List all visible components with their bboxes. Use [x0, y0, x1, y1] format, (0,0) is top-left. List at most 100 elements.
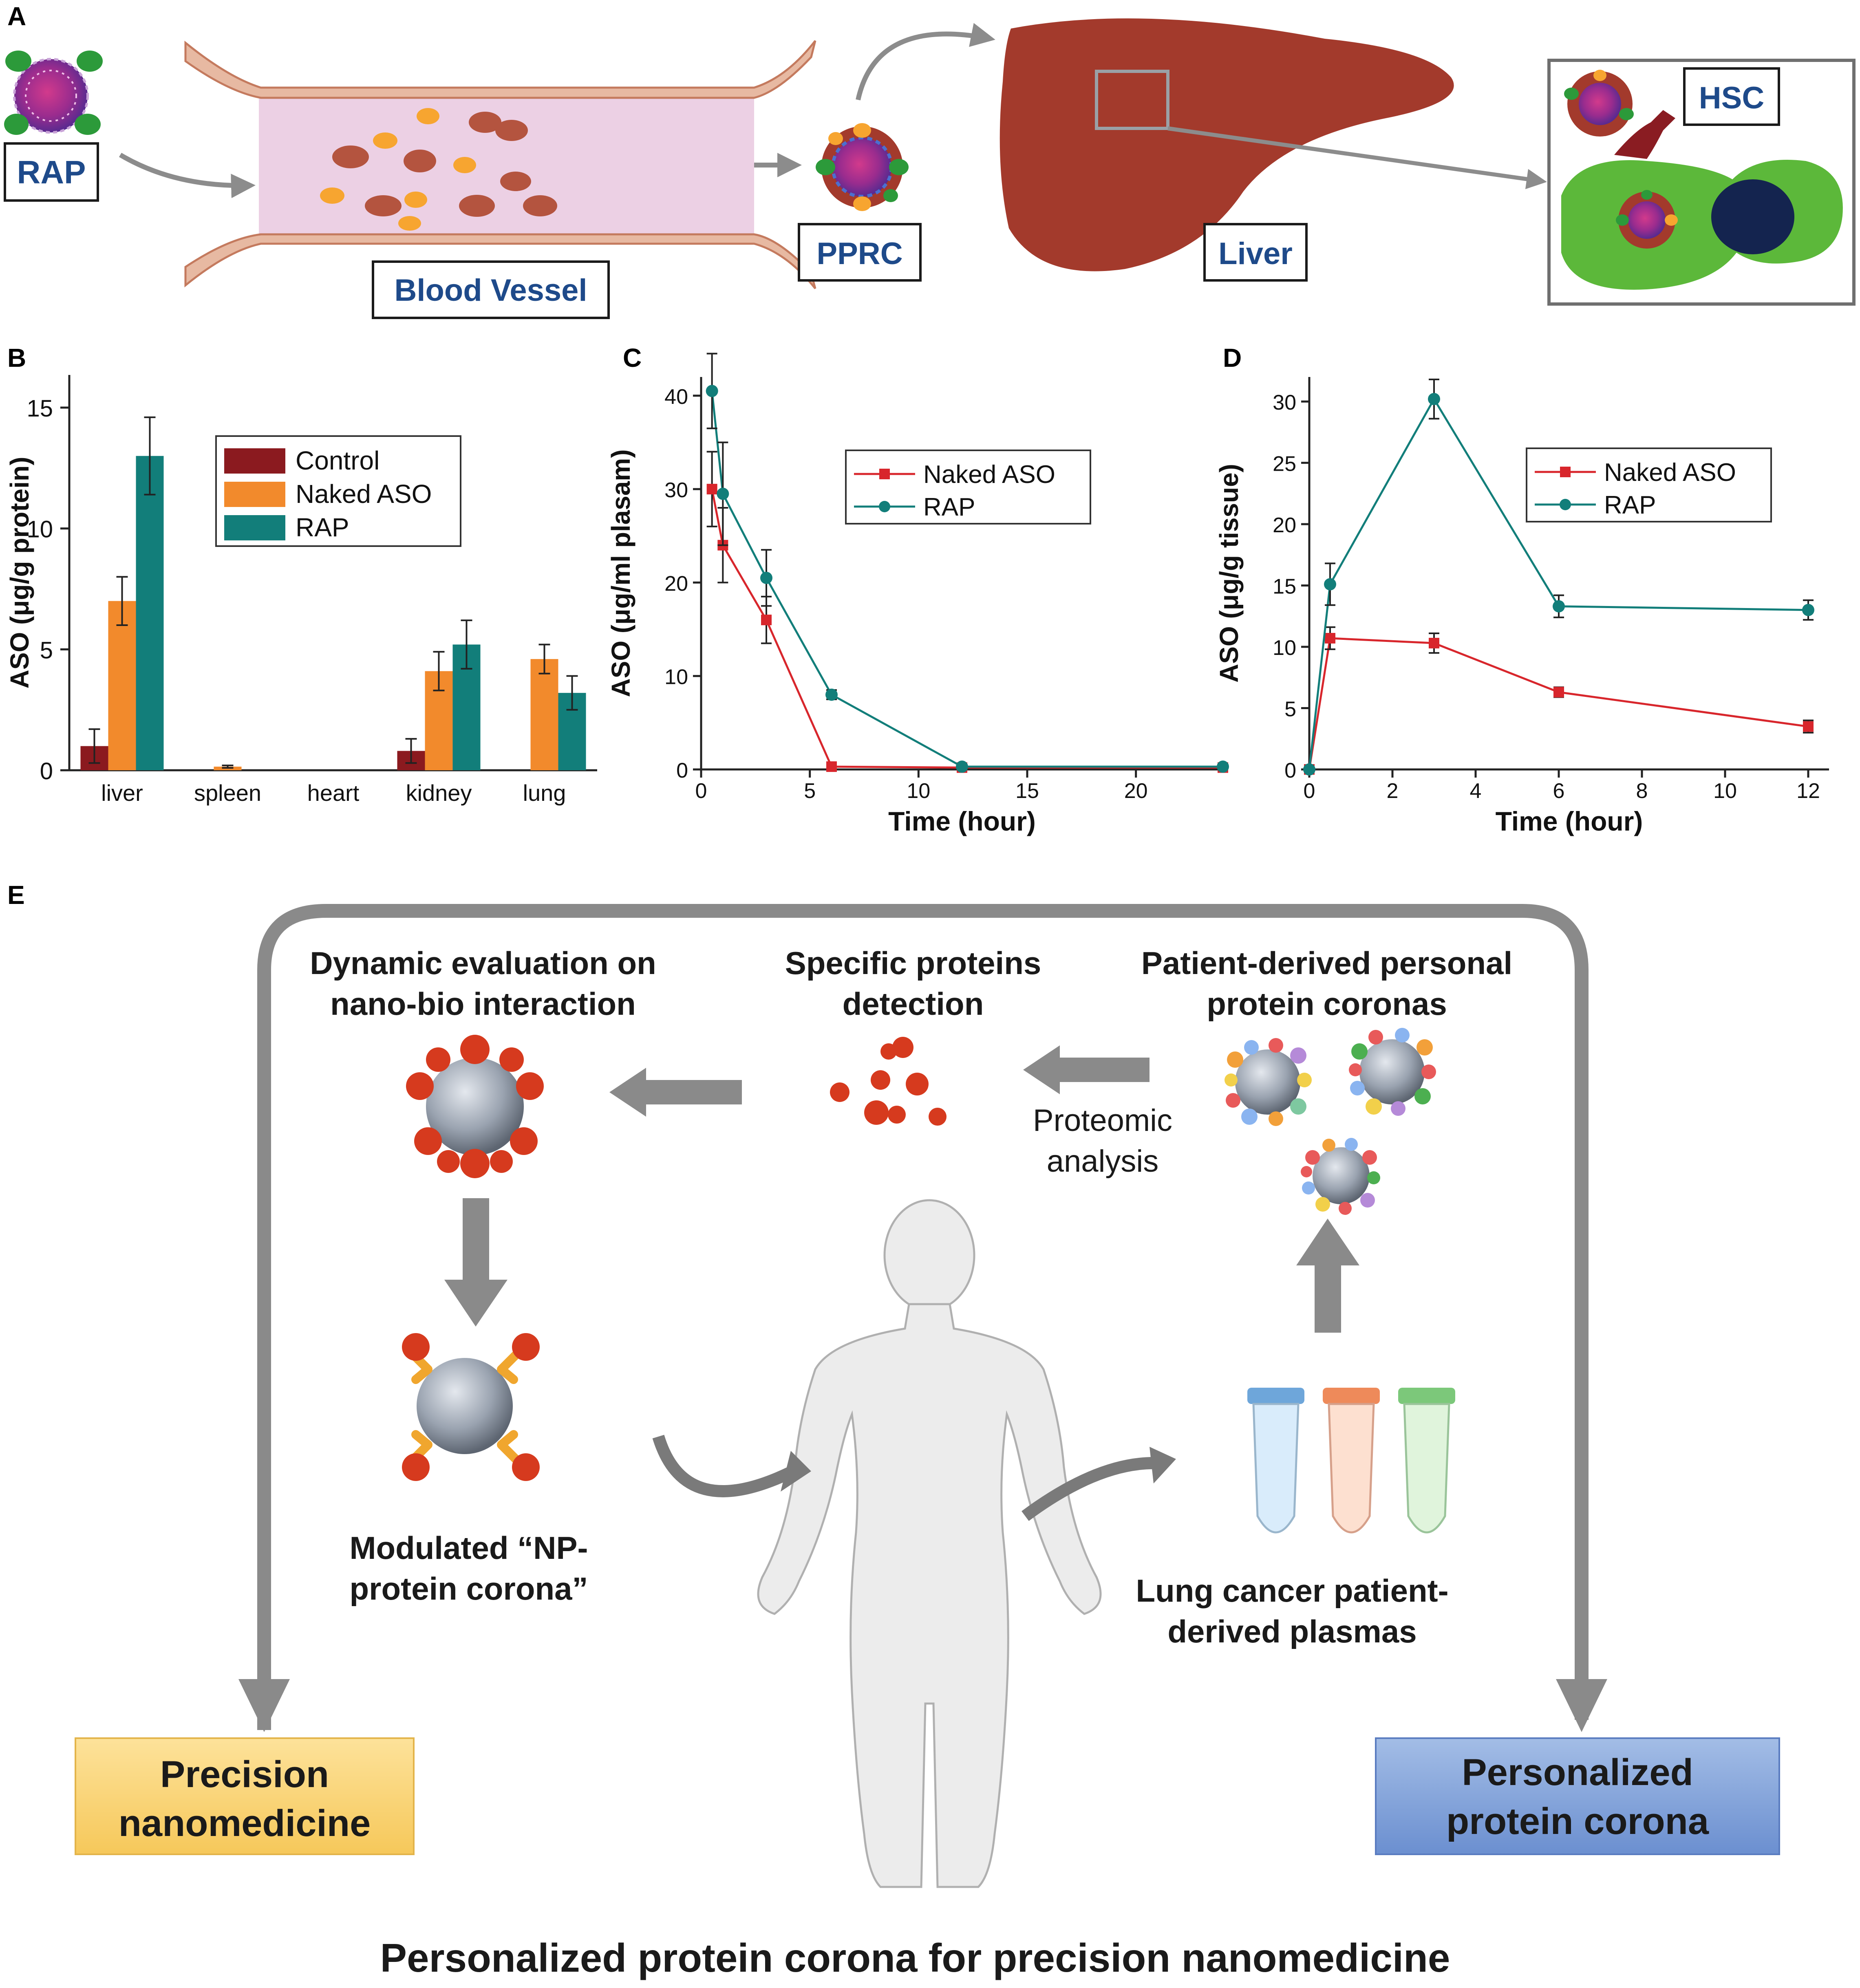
chart-d-point: [1303, 763, 1315, 776]
chart-d-ytick-label: 5: [1284, 698, 1296, 721]
chart-d-point: [1429, 638, 1439, 649]
chart-d-ytick-label: 0: [1284, 759, 1296, 782]
chart-d-legend-label: RAP: [1604, 491, 1656, 519]
chart-b-legend-swatch: [224, 448, 285, 474]
chart-b-bar: [530, 659, 558, 770]
chart-b-legend-label: Control: [296, 446, 380, 475]
arrow-detection-to-evaluation: [609, 1068, 742, 1117]
panel-e: E Dynamic evaluation on nano-bio interac…: [7, 880, 1780, 1980]
patient-derived-line1: Patient-derived personal: [1141, 945, 1512, 981]
chart-b-ylabel: ASO (μg/g protein): [5, 457, 34, 689]
pprc-nanoparticle: [816, 123, 909, 211]
chart-b-xtick-label: heart: [307, 780, 360, 806]
chart-c-ytick-label: 30: [664, 478, 688, 502]
chart-d-xtick-label: 2: [1387, 779, 1399, 803]
chart-b-bar: [136, 456, 164, 770]
chart-d-ylabel: ASO (μg/g tissue): [1214, 464, 1244, 683]
specific-proteins-line1: Specific proteins: [785, 945, 1041, 981]
personal-corona-1: [1225, 1038, 1312, 1126]
chart-c-point: [760, 571, 772, 584]
chart-c-legend-marker: [879, 501, 890, 512]
chart-d-point: [1803, 721, 1814, 732]
modulated-line1: Modulated “NP-: [350, 1530, 588, 1566]
arrow-evaluation-to-modulated: [444, 1198, 507, 1327]
hsc-receptor: [1614, 110, 1675, 159]
chart-d-ytick-label: 25: [1273, 452, 1296, 476]
patient-derived-line2: protein coronas: [1207, 986, 1447, 1022]
chart-c-point: [761, 615, 772, 626]
lung-cancer-line1: Lung cancer patient-: [1136, 1573, 1448, 1609]
chart-d-xtick-label: 4: [1470, 779, 1482, 803]
loop-arrowhead-left: [238, 1679, 290, 1732]
arrow-rap-to-vessel: [119, 152, 256, 198]
dynamic-evaluation-line2: nano-bio interaction: [330, 986, 636, 1022]
chart-b-ytick-label: 10: [26, 516, 53, 543]
chart-b-ytick-label: 15: [26, 395, 53, 422]
chart-d-xtick-label: 10: [1713, 779, 1737, 803]
chart-c-ylabel: ASO (μg/ml plasam): [606, 449, 635, 697]
chart-b-xtick-label: liver: [101, 780, 143, 806]
precision-line1: Precision: [160, 1754, 329, 1795]
loop-arrowhead-right: [1556, 1679, 1607, 1732]
liver-label-box: [1203, 223, 1308, 282]
chart-c-point: [956, 760, 968, 773]
chart-c-xtick-label: 0: [695, 779, 707, 803]
chart-c-point: [706, 484, 717, 495]
plasma-tubes: [1247, 1388, 1455, 1534]
chart-b-legend-swatch: [224, 482, 285, 507]
personal-corona-3: [1301, 1138, 1380, 1215]
chart-c-point: [1217, 760, 1229, 773]
proteomic-line2: analysis: [1047, 1144, 1159, 1179]
chart-c-point: [717, 487, 729, 500]
chart-c-legend-label: RAP: [923, 493, 975, 521]
chart-b-legend-swatch: [224, 515, 285, 540]
dynamic-evaluation-line1: Dynamic evaluation on: [310, 945, 656, 981]
lung-cancer-line2: derived plasmas: [1167, 1613, 1417, 1649]
chart-c-xtick-label: 10: [907, 779, 930, 803]
chart-b-legend-label: Naked ASO: [296, 479, 432, 509]
chart-d-xtick-label: 8: [1636, 779, 1648, 803]
chart-d-point: [1553, 687, 1564, 698]
liver-shape: [1000, 18, 1454, 271]
chart-c-ytick-label: 0: [676, 759, 688, 782]
arrow-coronas-to-detection: [1023, 1045, 1150, 1094]
chart-c-series-line: [711, 489, 1223, 769]
liver-label: Liver: [1218, 236, 1293, 271]
chart-b-legend-label: RAP: [296, 513, 349, 542]
arrow-plasmas-to-coronas: [1296, 1219, 1359, 1333]
arrow-liver-to-hsc: [1167, 126, 1547, 190]
pprc-label-box: [798, 223, 922, 282]
detected-proteins: [830, 1037, 947, 1126]
curve-arrowhead-left: [781, 1451, 811, 1492]
chart-d-ytick-label: 10: [1273, 636, 1296, 660]
chart-d-xtick-label: 12: [1796, 779, 1820, 803]
chart-d-point: [1428, 393, 1440, 406]
chart-b-ytick-label: 0: [40, 758, 53, 785]
chart-c-ytick-label: 10: [664, 666, 688, 689]
chart-c-xlabel: Time (hour): [888, 806, 1036, 836]
chart-c-xtick-label: 5: [804, 779, 816, 803]
arrow-pprc-to-liver: [856, 23, 995, 101]
liver-zoom-box: [1095, 70, 1169, 130]
tube-green: [1398, 1388, 1455, 1534]
curve-arrowhead-right: [1150, 1447, 1176, 1483]
human-figure: [757, 1199, 1102, 1888]
chart-d-ytick-label: 30: [1273, 391, 1296, 414]
hsc-nucleus: [1711, 179, 1794, 254]
curve-arrow-left: [652, 1435, 796, 1497]
modulated-line2: protein corona”: [349, 1571, 588, 1607]
panel-d-letter: D: [1223, 343, 1242, 372]
chart-c-xtick-label: 15: [1015, 779, 1039, 803]
blood-vessel-label: Blood Vessel: [394, 273, 587, 308]
outer-loop-arrow: [257, 904, 1589, 1730]
chart-c-point: [826, 761, 837, 772]
panel-b-letter: B: [7, 343, 26, 372]
curve-arrow-right: [1022, 1457, 1154, 1521]
chart-b-ytick-label: 5: [40, 637, 53, 663]
